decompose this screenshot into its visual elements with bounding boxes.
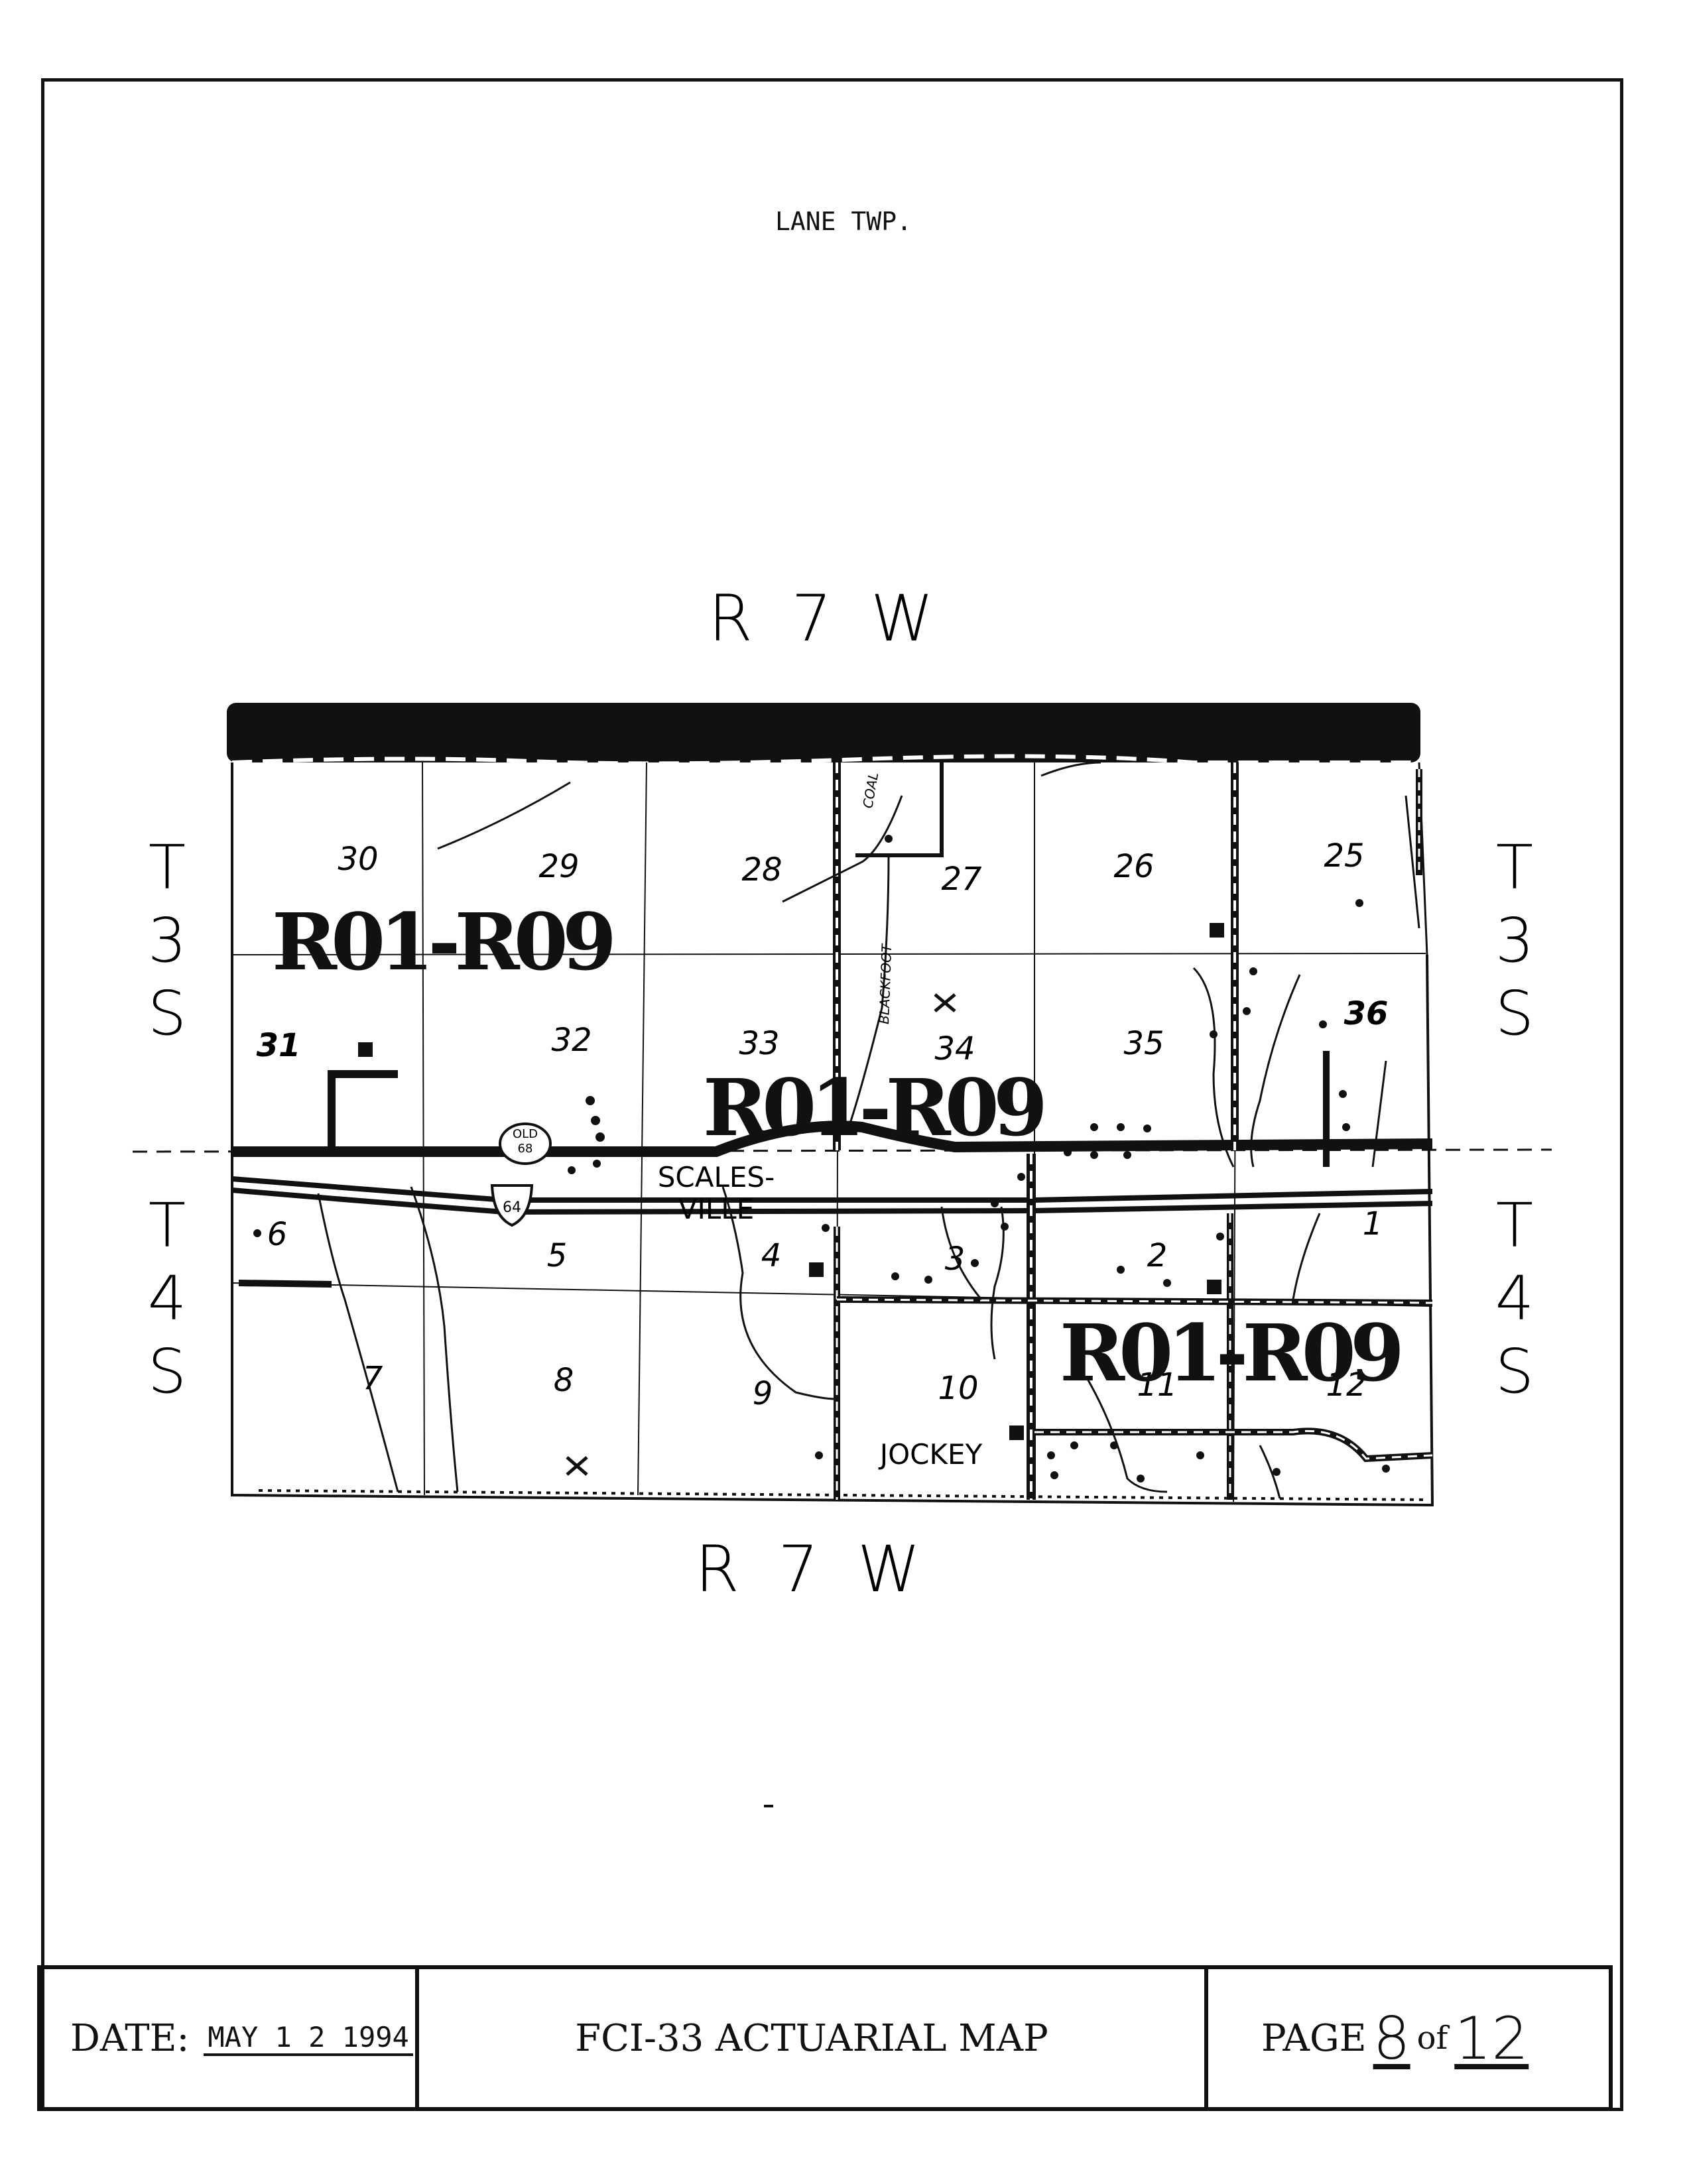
section-27: 27 [941,861,982,898]
township-left-north-3: S [148,978,186,1049]
section-8: 8 [554,1362,574,1399]
township-map: R 7 W R 7 W T 3 S T 3 S T 4 S T 4 S [132,581,1552,1807]
section-5: 5 [547,1237,568,1274]
section-35: 35 [1123,1025,1164,1062]
shield-68: 68 [518,1142,533,1156]
section-3: 3 [945,1241,966,1278]
section-34: 34 [934,1030,975,1067]
section-36: 36 [1344,995,1389,1032]
page-total: 12 [1454,2004,1529,2073]
rating-zone-stamp-2: R01-R09 [703,1062,1048,1154]
township-title: LANE TWP. [775,207,912,236]
section-10: 10 [938,1370,978,1407]
section-26: 26 [1113,848,1154,885]
shield-old: OLD [513,1127,538,1141]
page-label: PAGE [1261,2016,1367,2060]
section-30: 30 [338,841,378,878]
creek-blackfoot: BLACKFOOT [876,943,895,1024]
map-title: FCI-33 ACTUARIAL MAP [575,2016,1048,2060]
rating-zone-stamp-3: R01-R09 [1060,1307,1405,1399]
place-scalesville-1: SCALES- [658,1161,775,1193]
date-value: MAY 1 2 1994 [204,2021,413,2056]
structures [253,835,1390,1483]
township-left-north-2: 3 [148,905,187,976]
section-7: 7 [363,1360,383,1397]
section-6: 6 [267,1216,288,1253]
township-right-north-1: T [1496,832,1533,903]
section-numbers: 30 29 28 27 26 25 31 32 33 34 35 36 6 5 … [257,837,1389,1412]
section-11: 11 [1137,1366,1177,1404]
section-25: 25 [1324,837,1364,875]
section-1: 1 [1363,1205,1383,1243]
creek-coal: COAL [859,771,881,810]
township-right-north-2: 3 [1495,905,1534,976]
section-31: 31 [257,1027,301,1064]
page-cell: PAGE 8 of 12 [1208,1969,1609,2107]
north-boundary-band [227,703,1420,762]
place-jockey: JOCKEY [878,1438,983,1471]
section-2: 2 [1147,1237,1168,1274]
section-32: 32 [551,1022,592,1059]
mine-icons [566,993,956,1476]
shield-64: 64 [503,1199,521,1216]
rating-zone-stamp-1: R01-R09 [272,896,617,988]
township-right-south-1: T [1496,1190,1533,1261]
county-roads [833,762,1433,1500]
date-label: DATE: [70,2016,190,2060]
route-shield-old-68: OLD 68 [499,1122,552,1165]
township-left-south-3: S [148,1336,186,1407]
section-33: 33 [739,1025,779,1062]
section-28: 28 [741,851,782,888]
township-left-south-1: T [149,1190,186,1261]
map-title-cell: FCI-33 ACTUARIAL MAP [419,1969,1208,2107]
title-block: DATE: MAY 1 2 1994 FCI-33 ACTUARIAL MAP … [37,1965,1613,2111]
highways [132,1070,1552,1288]
range-label-top: R 7 W [708,581,943,656]
range-label-bottom: R 7 W [695,1532,930,1607]
township-right-north-3: S [1495,978,1534,1049]
township-right-south-3: S [1495,1336,1534,1407]
section-12: 12 [1326,1366,1366,1404]
place-scalesville-2: VILLE [678,1193,754,1225]
section-9: 9 [753,1375,773,1412]
township-left-north-1: T [149,832,186,903]
section-29: 29 [538,848,579,885]
township-left-south-2: 4 [148,1263,187,1334]
date-cell: DATE: MAY 1 2 1994 [41,1969,419,2107]
interstate-shield-64: 64 [490,1184,534,1227]
page-number: 8 [1373,2004,1410,2073]
township-right-south-2: 4 [1495,1263,1534,1334]
page-of: of [1416,2020,1448,2057]
section-4: 4 [761,1237,782,1274]
south-boundary [258,1489,1426,1501]
